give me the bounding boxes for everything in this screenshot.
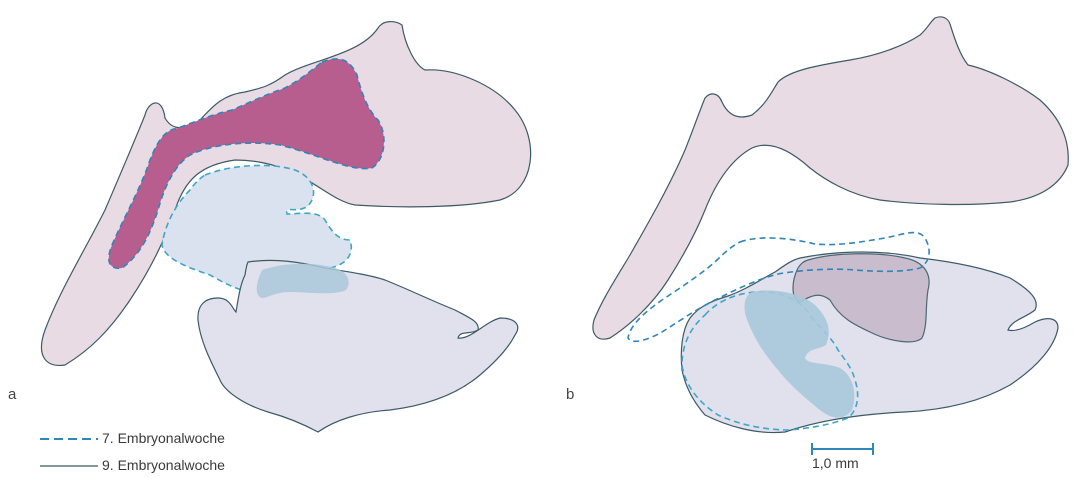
legend-solid-label: 9. Embryonalwoche <box>102 457 225 473</box>
legend-dashed-label: 7. Embryonalwoche <box>102 430 225 446</box>
panel-a-lower-body <box>198 260 518 432</box>
panel-b-label: b <box>566 386 574 403</box>
scale-bar-label: 1,0 mm <box>812 455 859 471</box>
panel-a <box>42 22 531 432</box>
scale-bar <box>812 443 873 455</box>
panel-a-label: a <box>8 386 16 403</box>
panel-b <box>593 17 1068 433</box>
legend <box>40 439 98 466</box>
